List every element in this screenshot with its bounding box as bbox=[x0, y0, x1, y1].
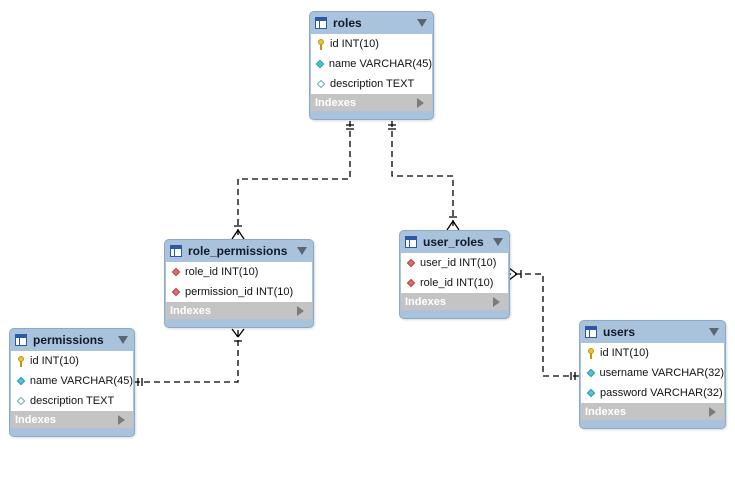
table-header[interactable]: role_permissions bbox=[165, 240, 313, 262]
column-row[interactable]: id INT(10) bbox=[11, 351, 133, 371]
column-row[interactable]: id INT(10) bbox=[581, 343, 724, 363]
table-name: role_permissions bbox=[188, 244, 288, 258]
column-row[interactable]: role_id INT(10) bbox=[401, 273, 508, 293]
column-label: password VARCHAR(32) bbox=[600, 387, 723, 399]
column-label: user_id INT(10) bbox=[420, 257, 497, 269]
column-row[interactable]: permission_id INT(10) bbox=[166, 282, 312, 302]
column-label: id INT(10) bbox=[330, 38, 379, 50]
primary-key-icon bbox=[16, 355, 26, 367]
column-row[interactable]: username VARCHAR(32) bbox=[581, 363, 724, 383]
nullable-column-icon bbox=[16, 396, 26, 406]
column-row[interactable]: name VARCHAR(45) bbox=[11, 371, 133, 391]
expand-arrow-icon bbox=[709, 406, 716, 417]
collapse-caret-icon[interactable] bbox=[709, 328, 719, 336]
column-label: username VARCHAR(32) bbox=[599, 367, 724, 379]
column-label: name VARCHAR(45) bbox=[29, 375, 133, 387]
table-name: permissions bbox=[33, 333, 104, 347]
expand-arrow-icon bbox=[493, 296, 500, 307]
table-user-roles[interactable]: user_roles user_id INT(10) role_id INT(1… bbox=[399, 230, 510, 319]
column-row[interactable]: role_id INT(10) bbox=[166, 262, 312, 282]
column-label: description TEXT bbox=[30, 395, 115, 407]
column-row[interactable]: id INT(10) bbox=[311, 34, 432, 54]
table-users[interactable]: users id INT(10) username VARCHAR(32) pa… bbox=[579, 320, 726, 429]
column-row[interactable]: user_id INT(10) bbox=[401, 253, 508, 273]
table-header[interactable]: roles bbox=[310, 12, 433, 34]
primary-key-icon bbox=[316, 38, 326, 50]
nullable-column-icon bbox=[316, 79, 326, 89]
indexes-toggle[interactable]: Indexes bbox=[166, 302, 312, 319]
column-label: role_id INT(10) bbox=[420, 277, 494, 289]
primary-key-icon bbox=[586, 347, 596, 359]
indexes-toggle[interactable]: Indexes bbox=[401, 293, 508, 310]
expand-arrow-icon bbox=[417, 97, 424, 108]
table-name: users bbox=[603, 325, 636, 339]
column-label: role_id INT(10) bbox=[185, 266, 259, 278]
foreign-key-icon bbox=[406, 258, 416, 268]
expand-arrow-icon bbox=[297, 305, 304, 316]
table-role-permissions[interactable]: role_permissions role_id INT(10) permiss… bbox=[164, 239, 314, 328]
indexes-label: Indexes bbox=[315, 96, 356, 109]
indexes-toggle[interactable]: Indexes bbox=[581, 403, 724, 420]
not-null-column-icon bbox=[586, 388, 596, 398]
column-label: id INT(10) bbox=[30, 355, 79, 367]
table-name: user_roles bbox=[423, 235, 484, 249]
table-roles[interactable]: roles id INT(10) name VARCHAR(45) descri… bbox=[309, 11, 434, 120]
relationship-roles-user-roles[interactable] bbox=[388, 121, 460, 231]
column-row[interactable]: description TEXT bbox=[311, 74, 432, 94]
column-row[interactable]: name VARCHAR(45) bbox=[311, 54, 432, 74]
indexes-label: Indexes bbox=[15, 413, 56, 426]
not-null-column-icon bbox=[586, 368, 595, 378]
table-icon bbox=[315, 17, 327, 29]
indexes-toggle[interactable]: Indexes bbox=[11, 411, 133, 428]
table-header[interactable]: users bbox=[580, 321, 725, 343]
not-null-column-icon bbox=[316, 59, 325, 69]
foreign-key-icon bbox=[171, 267, 181, 277]
indexes-toggle[interactable]: Indexes bbox=[311, 94, 432, 111]
column-label: permission_id INT(10) bbox=[185, 286, 294, 298]
indexes-label: Indexes bbox=[585, 405, 626, 418]
column-label: id INT(10) bbox=[600, 347, 649, 359]
table-permissions[interactable]: permissions id INT(10) name VARCHAR(45) … bbox=[9, 328, 135, 437]
relationship-permissions-role-permissions[interactable] bbox=[134, 328, 245, 386]
expand-arrow-icon bbox=[118, 414, 125, 425]
collapse-caret-icon[interactable] bbox=[297, 247, 307, 255]
table-icon bbox=[15, 334, 27, 346]
collapse-caret-icon[interactable] bbox=[493, 238, 503, 246]
column-label: name VARCHAR(45) bbox=[328, 58, 432, 70]
column-row[interactable]: description TEXT bbox=[11, 391, 133, 411]
table-icon bbox=[405, 236, 417, 248]
relationship-users-user-roles[interactable] bbox=[508, 267, 579, 380]
foreign-key-icon bbox=[171, 287, 181, 297]
not-null-column-icon bbox=[16, 376, 26, 386]
table-icon bbox=[585, 326, 597, 338]
indexes-label: Indexes bbox=[405, 295, 446, 308]
table-name: roles bbox=[333, 16, 362, 30]
table-icon bbox=[170, 245, 182, 257]
collapse-caret-icon[interactable] bbox=[417, 19, 427, 27]
column-row[interactable]: password VARCHAR(32) bbox=[581, 383, 724, 403]
table-header[interactable]: permissions bbox=[10, 329, 134, 351]
foreign-key-icon bbox=[406, 278, 416, 288]
relationship-roles-role-permissions[interactable] bbox=[231, 121, 354, 240]
table-header[interactable]: user_roles bbox=[400, 231, 509, 253]
collapse-caret-icon[interactable] bbox=[118, 336, 128, 344]
column-label: description TEXT bbox=[330, 78, 415, 90]
indexes-label: Indexes bbox=[170, 304, 211, 317]
